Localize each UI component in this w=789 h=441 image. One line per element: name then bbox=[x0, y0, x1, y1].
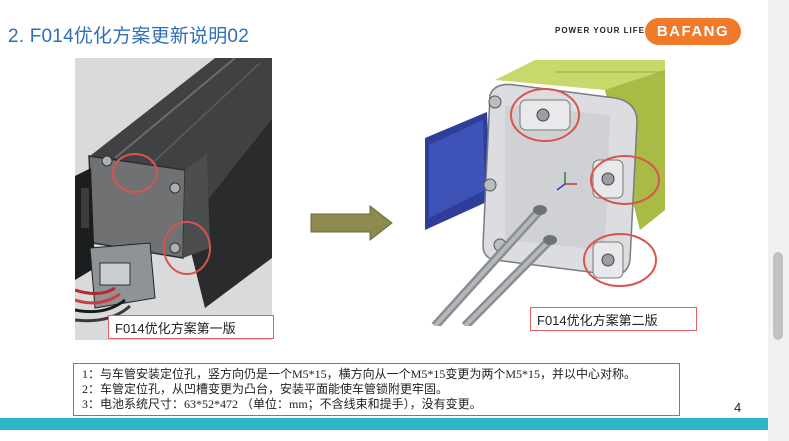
footer-bar bbox=[0, 418, 789, 430]
render-version-1-drawing bbox=[75, 58, 272, 340]
vertical-scrollbar[interactable] bbox=[768, 0, 789, 441]
slide: 2. F014优化方案更新说明02 POWER YOUR LIFE BAFANG bbox=[8, 18, 742, 416]
caption-version-1: F014优化方案第一版 bbox=[108, 315, 274, 339]
right-arrow-icon bbox=[310, 205, 393, 241]
page-number: 4 bbox=[734, 400, 742, 415]
change-note-3: 3：电池系统尺寸：63*52*472 （单位：mm；不含线束和提手），没有变更。 bbox=[82, 397, 482, 411]
caption-version-2: F014优化方案第二版 bbox=[530, 307, 697, 331]
render-version-2-drawing bbox=[425, 60, 665, 326]
change-notes: 1：与车管安装定位孔，竖方向仍是一个M5*15，横方向从一个M5*15变更为两个… bbox=[73, 363, 680, 416]
render-version-2 bbox=[425, 60, 665, 326]
change-note-2: 2：车管定位孔，从凹槽变更为凸台，安装平面能使车管锁附更牢固。 bbox=[82, 382, 449, 396]
slide-title: 2. F014优化方案更新说明02 bbox=[8, 26, 249, 47]
scrollbar-thumb[interactable] bbox=[773, 252, 783, 340]
brand-logo: BAFANG bbox=[645, 18, 741, 45]
brand-slogan: POWER YOUR LIFE bbox=[555, 26, 645, 35]
change-note-1: 1：与车管安装定位孔，竖方向仍是一个M5*15，横方向从一个M5*15变更为两个… bbox=[82, 367, 637, 381]
render-version-1 bbox=[75, 58, 272, 340]
